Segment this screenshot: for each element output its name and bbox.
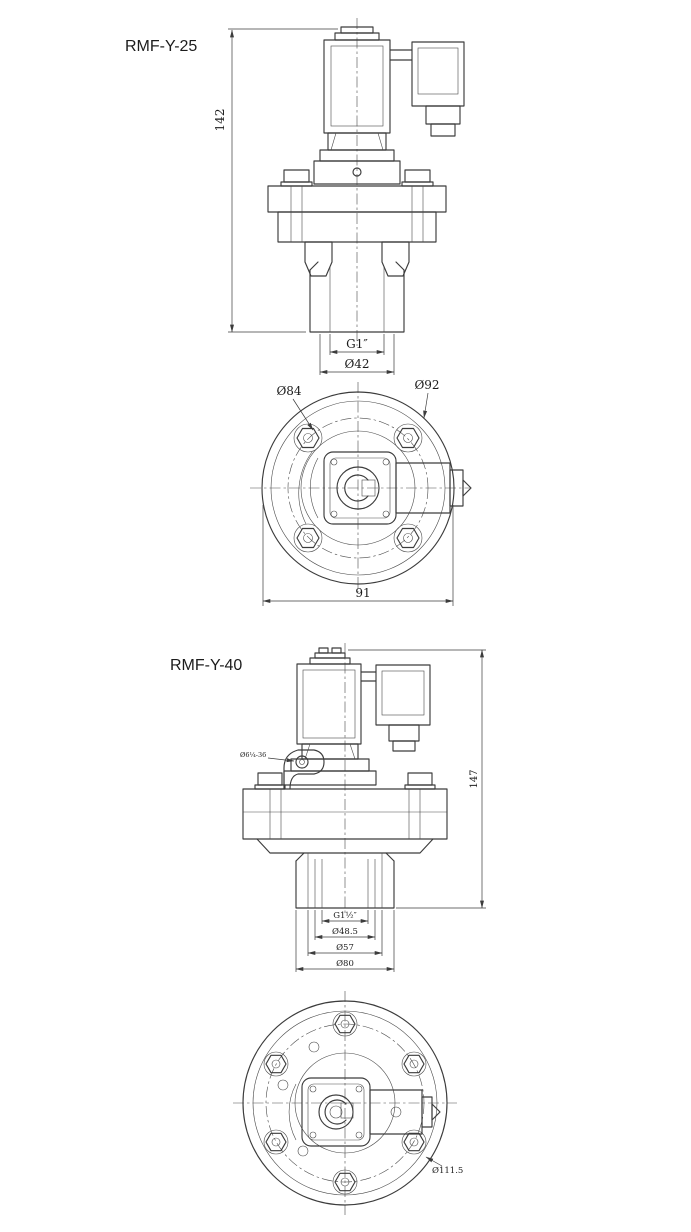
- armature-nut: [313, 132, 401, 185]
- rmf40-top-view: Ø111.5: [233, 991, 463, 1215]
- dimension-147: 147: [348, 649, 486, 909]
- din-connector: [360, 664, 431, 752]
- dim-o48-5: Ø48.5: [332, 926, 358, 937]
- mounting-bolt: [293, 523, 323, 553]
- outlet-pipe: [309, 261, 405, 333]
- rmf25-top-view: Ø84 Ø92 91: [250, 378, 472, 606]
- dim-g1: G1″: [346, 337, 368, 351]
- leader-o84: Ø84: [276, 384, 314, 431]
- pilot-port-note: Ø6¼-36: [240, 751, 266, 759]
- din-connector: [389, 41, 465, 137]
- mounting-bolt: [401, 1129, 427, 1155]
- dim-142: 142: [213, 109, 227, 132]
- dimension-91: 91: [262, 505, 454, 606]
- dim-o42: Ø42: [344, 357, 369, 371]
- solenoid-top: [301, 1077, 371, 1147]
- flange-circles: [242, 1000, 448, 1206]
- remote-pilot-bracket: Ø6¼-36: [240, 749, 325, 790]
- rmf40-side-view: Ø6¼-36 147 G1½″: [240, 643, 486, 972]
- dim-g1-half: G1½″: [333, 910, 357, 921]
- dim-147: 147: [469, 769, 480, 788]
- model-label-rmf-y-40: RMF-Y-40: [170, 657, 242, 674]
- mounting-bolt: [401, 1051, 427, 1077]
- dimension-g1-half: G1½″: [321, 910, 369, 924]
- dim-o111-5: Ø111.5: [432, 1165, 463, 1176]
- dim-o84: Ø84: [276, 384, 301, 398]
- leader-o111-5: Ø111.5: [425, 1156, 463, 1176]
- mounting-bolt: [393, 523, 423, 553]
- solenoid-coil: [296, 647, 362, 745]
- flange-circles: [261, 391, 455, 585]
- valve-body: [242, 788, 448, 854]
- model-label-rmf-y-25: RMF-Y-25: [125, 38, 197, 55]
- dim-o57: Ø57: [336, 942, 354, 953]
- dimension-o42: Ø42: [319, 334, 395, 375]
- connector-top: [395, 462, 472, 514]
- dim-91: 91: [355, 586, 370, 600]
- dim-o80: Ø80: [336, 958, 354, 969]
- connector-top: [369, 1089, 441, 1135]
- dim-o92: Ø92: [414, 378, 439, 392]
- rmf25-side-view: 142 G1″ Ø42: [213, 18, 465, 375]
- mounting-bolt: [332, 1011, 358, 1037]
- leader-o92: Ø92: [414, 378, 440, 419]
- dimension-g1: G1″: [329, 334, 385, 355]
- solenoid-coil: [323, 26, 391, 134]
- valve-body: [267, 185, 447, 277]
- mounting-bolt: [263, 1129, 289, 1155]
- dimension-142: 142: [213, 28, 338, 333]
- dimension-o48-5: Ø48.5: [314, 910, 376, 940]
- mounting-bolt: [293, 423, 323, 453]
- mounting-bolt: [332, 1169, 358, 1195]
- mounting-bolt: [263, 1051, 289, 1077]
- outlet-pipe: [295, 852, 395, 909]
- dimension-o80: Ø80: [295, 910, 395, 972]
- mounting-bolt: [393, 423, 423, 453]
- dimension-o57: Ø57: [307, 910, 383, 956]
